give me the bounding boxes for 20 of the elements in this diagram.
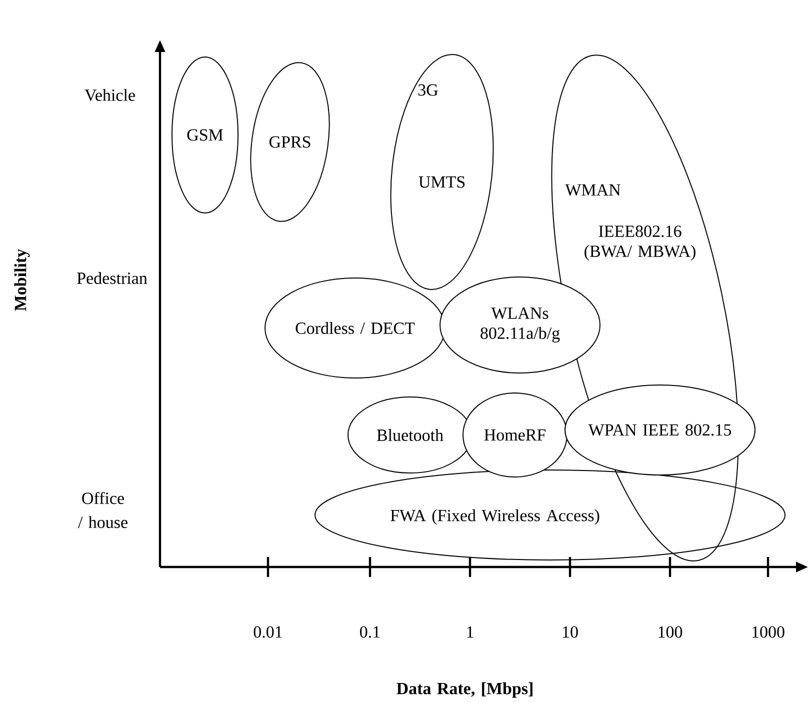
ellipse-region: FWA (Fixed Wireless Access) [314,470,786,560]
ellipse-region: Cordless / DECT [264,278,446,378]
ellipse-region: HomeRF [462,392,568,478]
tick-label: 1 [467,626,474,638]
ellipse-region: WPAN IEEE 802.15 [564,384,756,476]
axis-title: Data Rate, [Mbps] [396,682,532,698]
ellipse-region: GSM [172,56,238,214]
tick-label: 0.1 [360,626,380,638]
axis-title: Mobility [14,249,30,311]
axis-category-label: Office / house [78,492,128,528]
tick-label: 10 [563,626,578,638]
ellipse-region: 3G UMTS [390,54,494,290]
ellipse-region: GPRS [250,62,330,222]
tick-label: 1000 [752,626,784,638]
ellipse-region: Bluetooth [348,396,472,474]
axis-category-label: Pedestrian [77,272,148,284]
axis-category-label: Vehicle [84,88,135,102]
ellipse-region: WLANs 802.11a/b/g [440,276,600,374]
tick-label: 100 [658,626,682,638]
tick-label: 0.01 [254,626,282,638]
